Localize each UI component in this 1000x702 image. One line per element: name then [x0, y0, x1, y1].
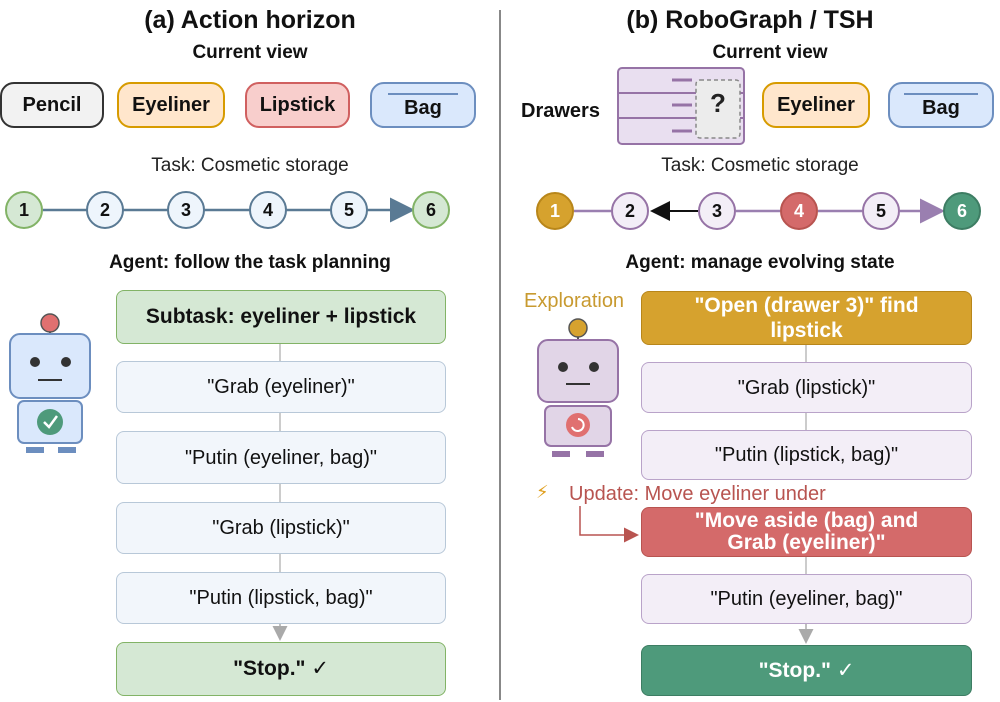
panel-divider [499, 10, 501, 700]
panel-b-current-view-label: Current view [712, 42, 828, 63]
drawer-question-mark: ? [710, 88, 726, 118]
a-stop-box: "Stop." ✓ [116, 642, 446, 696]
panel-a-current-view-label: Current view [192, 42, 308, 63]
object-eyeliner-b: Eyeliner [762, 82, 870, 128]
robot-a-icon [9, 313, 91, 453]
object-lipstick: Lipstick [245, 82, 350, 128]
panel-b-agent-label: Agent: manage evolving state [625, 252, 895, 273]
b-node-3: 3 [698, 192, 736, 230]
b-node-4: 4 [780, 192, 818, 230]
drawers-label: Drawers [521, 100, 600, 122]
a-step-3: "Grab (lipstick)" [116, 502, 446, 554]
b-step-2: "Putin (lipstick, bag)" [641, 430, 972, 480]
panel-a-title: (a) Action horizon [144, 6, 356, 34]
b-node-1: 1 [536, 192, 574, 230]
panel-b-title: (b) RoboGraph / TSH [626, 6, 874, 34]
exploration-label: Exploration [524, 290, 625, 312]
a-node-3: 3 [167, 191, 205, 229]
a-node-1: 1 [5, 191, 43, 229]
b-step-3: "Putin (eyeliner, bag)" [641, 574, 972, 624]
a-node-5: 5 [330, 191, 368, 229]
b-update-box: "Move aside (bag) and Grab (eyeliner)" [641, 507, 972, 557]
a-subtask-box: Subtask: eyeliner + lipstick [116, 290, 446, 344]
panel-a-task-label: Task: Cosmetic storage [151, 155, 349, 176]
b-node-6: 6 [943, 192, 981, 230]
panel-a-agent-label: Agent: follow the task planning [109, 252, 391, 273]
object-bag-b: Bag [888, 82, 994, 128]
object-bag: Bag [370, 82, 476, 128]
a-node-6: 6 [412, 191, 450, 229]
b-stop-box: "Stop." ✓ [641, 645, 972, 696]
b-node-5: 5 [862, 192, 900, 230]
a-node-2: 2 [86, 191, 124, 229]
update-label: Update: Move eyeliner under [569, 483, 826, 505]
object-eyeliner: Eyeliner [117, 82, 225, 128]
panel-b-task-label: Task: Cosmetic storage [661, 155, 859, 176]
a-node-4: 4 [249, 191, 287, 229]
bag-handle-line [388, 93, 458, 95]
object-pencil: Pencil [0, 82, 104, 128]
bag-b-handle-line [904, 93, 978, 95]
a-step-2: "Putin (eyeliner, bag)" [116, 431, 446, 484]
drawers-icon [617, 67, 745, 145]
b-exploration-box: "Open (drawer 3)" find lipstick [641, 291, 972, 345]
robot-b-icon [537, 318, 619, 457]
b-step-1: "Grab (lipstick)" [641, 362, 972, 413]
lightning-icon: ⚡ [536, 482, 549, 502]
a-step-1: "Grab (eyeliner)" [116, 361, 446, 413]
a-step-4: "Putin (lipstick, bag)" [116, 572, 446, 624]
b-node-2: 2 [611, 192, 649, 230]
